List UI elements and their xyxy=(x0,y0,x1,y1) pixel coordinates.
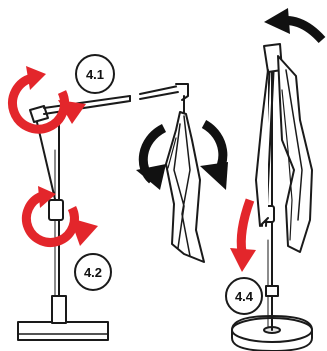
step-badge-4-2: 4.2 xyxy=(75,254,111,290)
step-badge-4-1: 4.1 xyxy=(76,55,114,93)
folded-canopy-fabric xyxy=(166,112,204,262)
lower-arrow xyxy=(230,200,256,272)
step-badge-4-4: 4.4 xyxy=(226,278,262,314)
square-base-plate xyxy=(18,322,108,340)
rotate-back-arrow xyxy=(264,8,322,40)
step-label-4-1: 4.1 xyxy=(86,67,104,82)
base-sleeve xyxy=(52,296,66,323)
hanging-canopy-fabric xyxy=(278,56,312,252)
red-down-arrow-icon xyxy=(241,200,250,252)
step-label-4-2: 4.2 xyxy=(84,265,102,280)
step-label-4-4: 4.4 xyxy=(235,289,254,304)
pole-collar xyxy=(266,286,278,296)
crank-handle xyxy=(49,200,63,220)
canopy-left-drape xyxy=(256,70,268,226)
rotate-arrow-4-1 xyxy=(13,66,86,129)
